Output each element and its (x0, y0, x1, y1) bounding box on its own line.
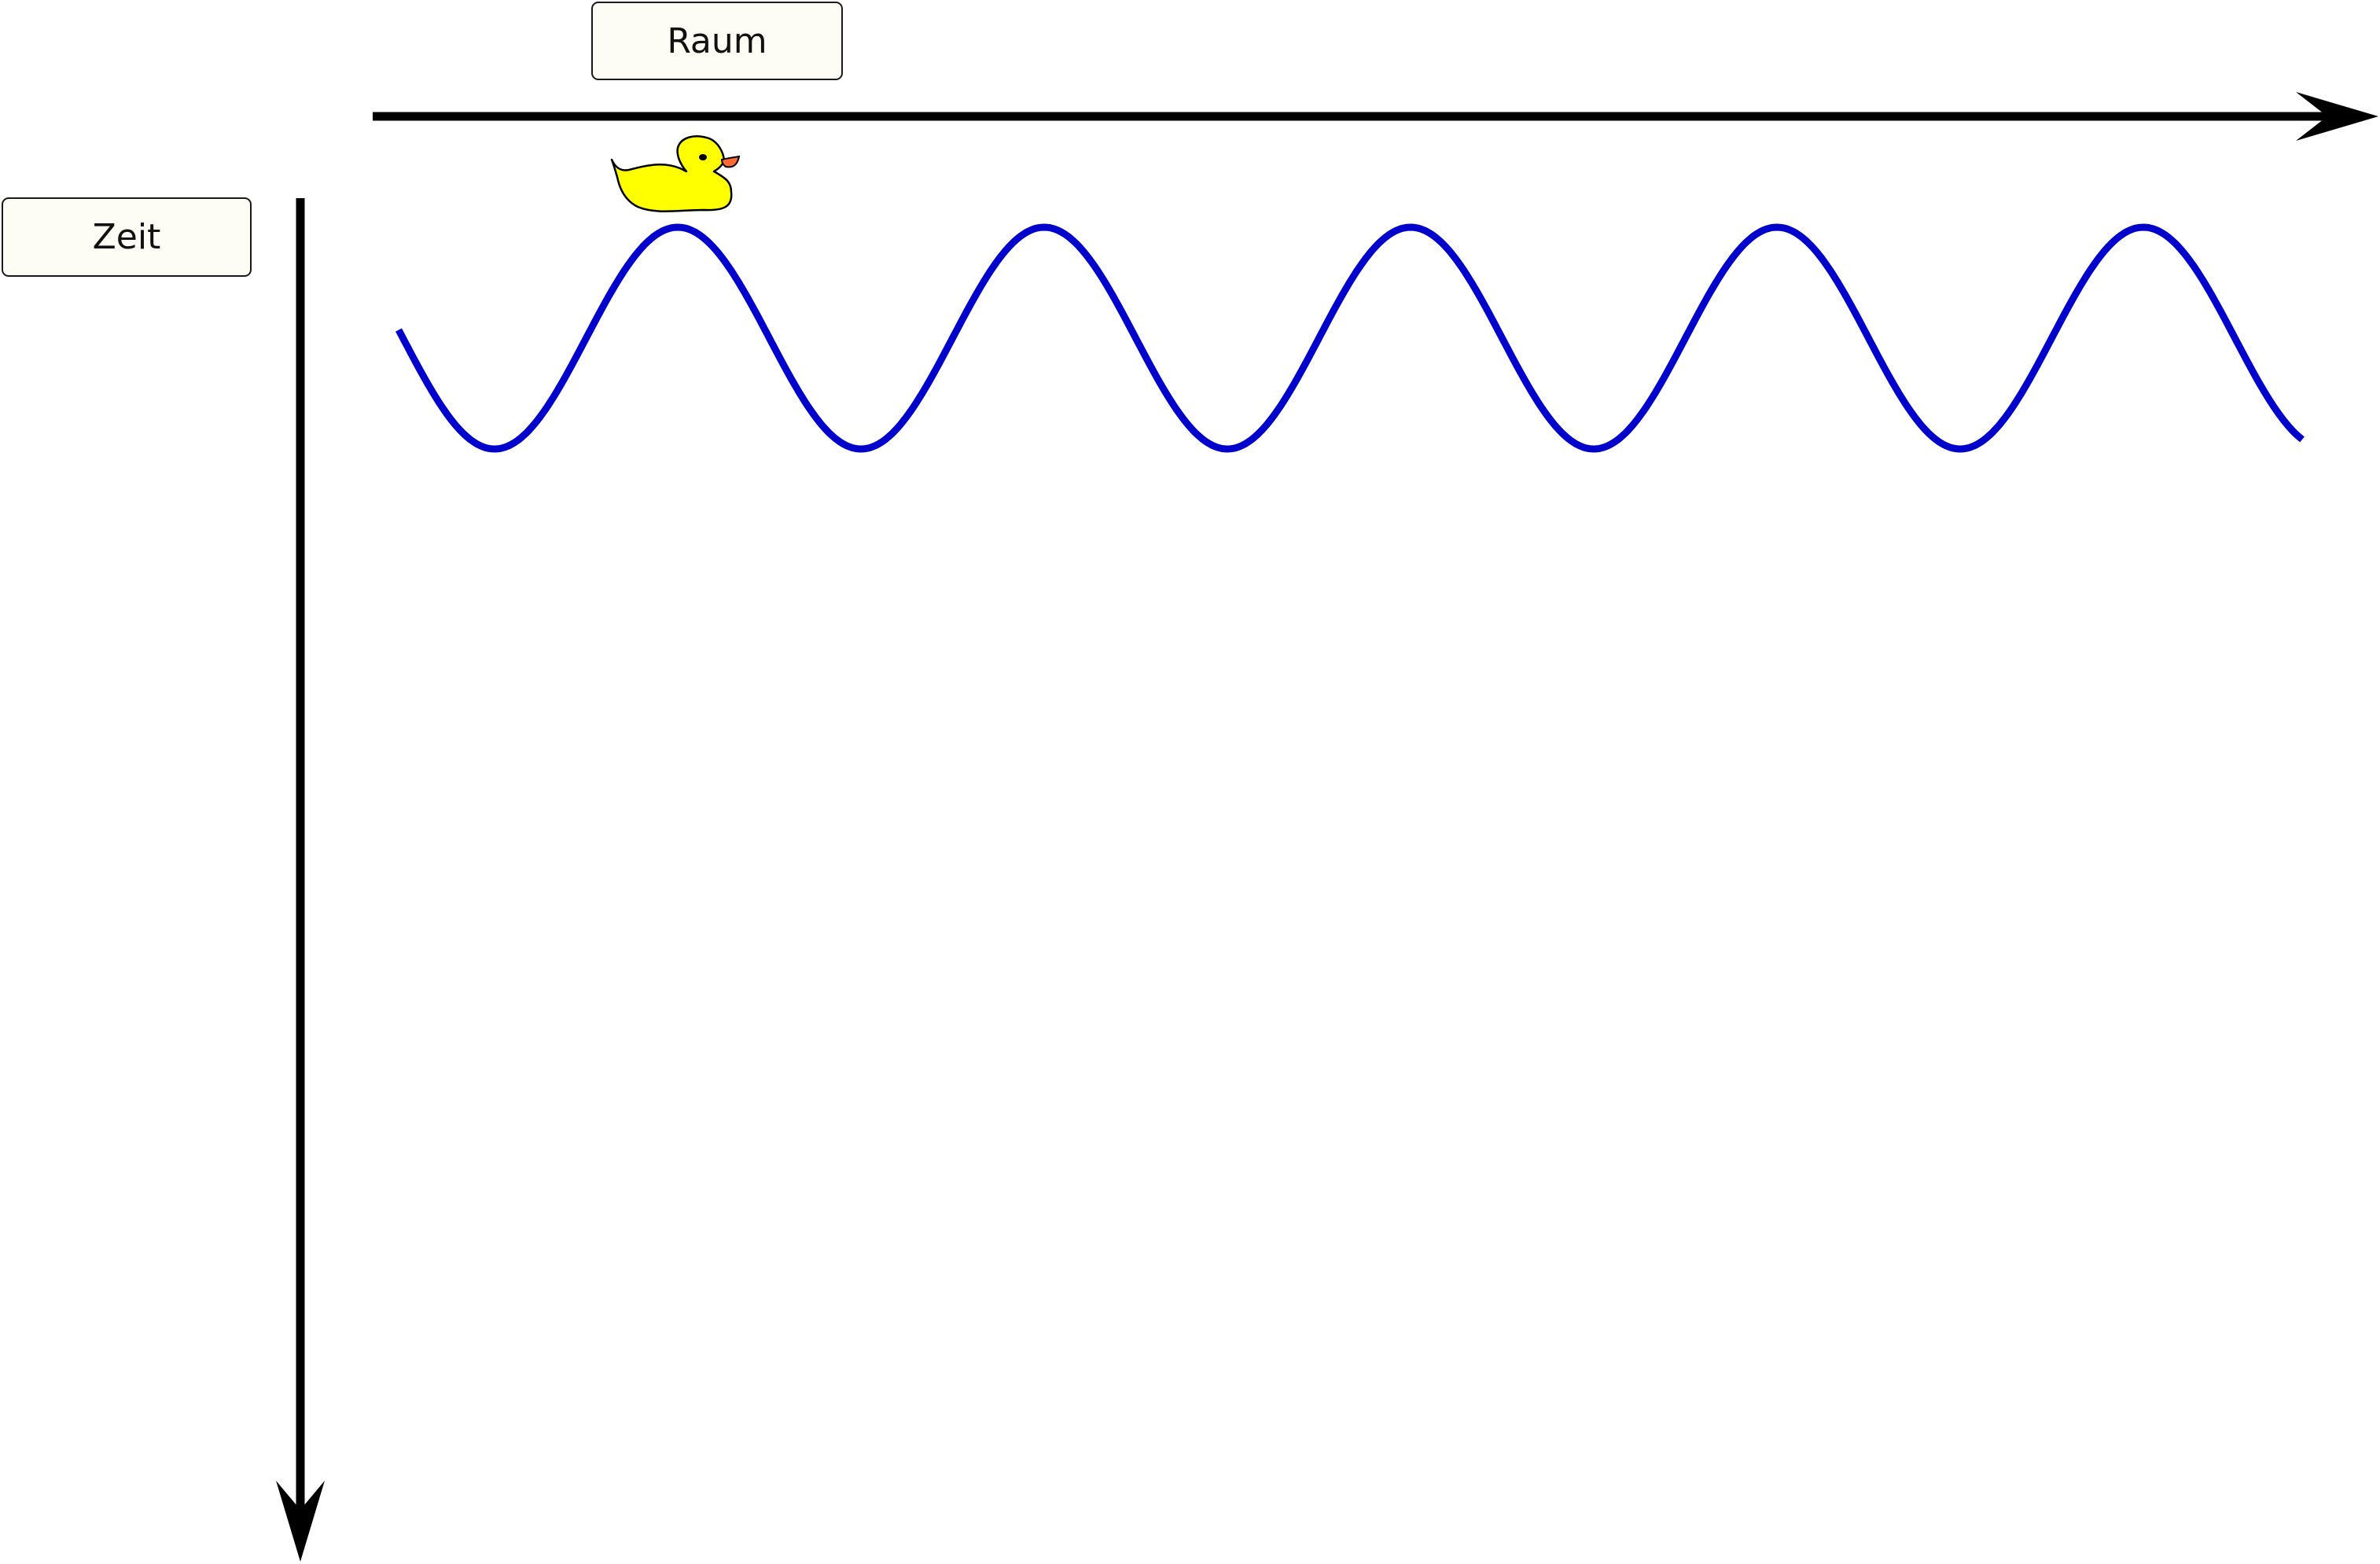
time-label: Zeit (92, 217, 161, 257)
space-axis (373, 92, 2378, 141)
space-label-box: Raum (591, 2, 843, 80)
space-label: Raum (667, 20, 767, 61)
time-axis-arrowhead (276, 1481, 325, 1562)
time-label-box: Zeit (2, 197, 252, 277)
duck-beak (720, 155, 741, 168)
space-axis-arrowhead (2296, 92, 2378, 141)
duck-eye (699, 154, 707, 160)
rubber-duck-icon (610, 135, 741, 212)
time-axis (276, 198, 325, 1562)
sine-wave (395, 223, 2305, 453)
duck-body (610, 135, 733, 212)
